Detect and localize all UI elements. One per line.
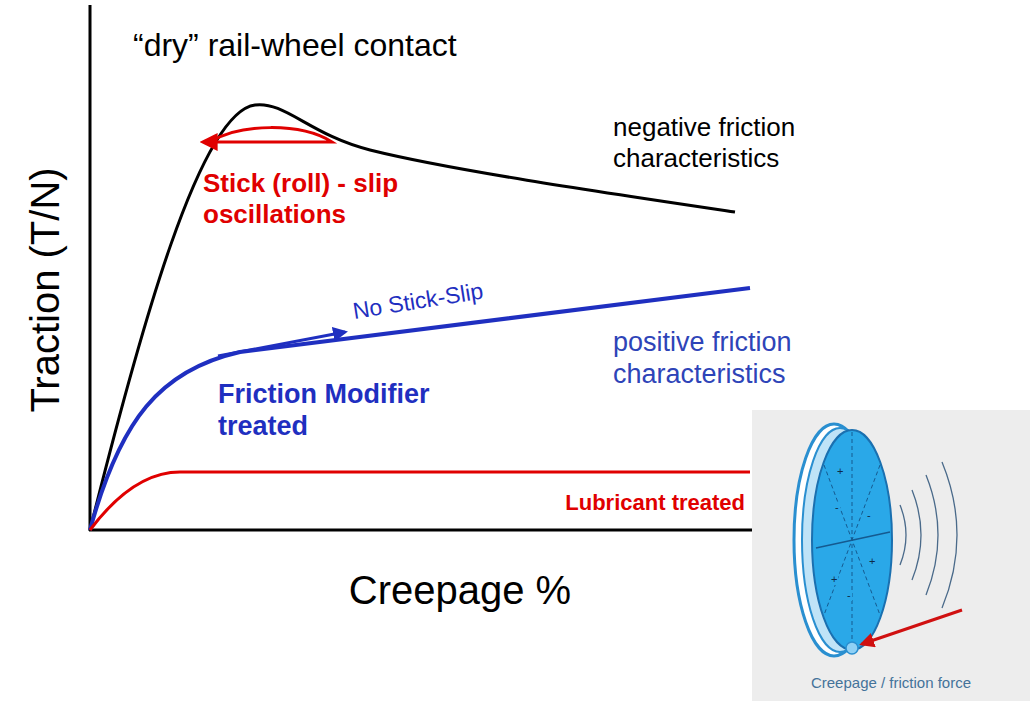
chart-label: positive friction characteristics: [613, 326, 943, 391]
chart-label: Creepage %: [349, 566, 571, 614]
chart-label: “dry” rail-wheel contact: [133, 26, 553, 64]
charge-sign: -: [866, 510, 872, 521]
y-axis: [89, 5, 92, 531]
x-axis: [89, 529, 752, 532]
charge-sign: -: [846, 590, 852, 601]
chart-label: Stick (roll) - slip oscillations: [203, 168, 448, 230]
no-stick-slip-arrow: [218, 332, 345, 356]
stick-slip-loop: [212, 128, 332, 142]
charge-sign: +: [830, 574, 838, 585]
friction-modifier-curve: [90, 288, 750, 530]
charge-sign: +: [868, 556, 876, 567]
charge-sign: -: [834, 502, 840, 513]
inset-caption: Creepage / friction force: [752, 674, 1030, 691]
inset-panel: Creepage / friction force: [752, 410, 1030, 701]
chart-label: No Stick-Slip: [351, 278, 485, 326]
lubricant-curve: [90, 472, 750, 530]
chart-label: negative friction characteristics: [613, 112, 943, 174]
chart-label: Lubricant treated: [540, 490, 745, 516]
charge-sign: +: [836, 466, 844, 477]
wheel-illustration: [752, 410, 1030, 701]
chart-label: Friction Modifier treated: [218, 378, 473, 443]
chart-label: Traction (T/N): [21, 167, 69, 412]
